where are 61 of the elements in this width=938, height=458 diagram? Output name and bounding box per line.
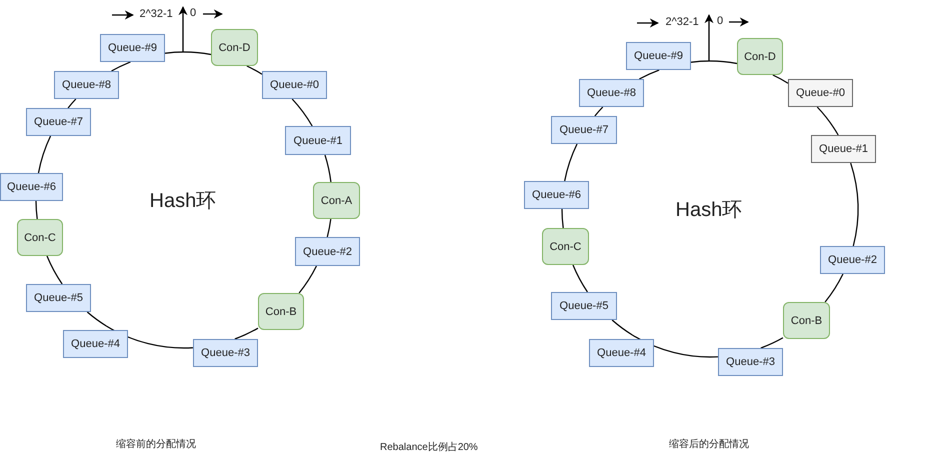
queue-box: Queue-#9 <box>626 42 691 70</box>
ring-title: Hash环 <box>676 198 742 223</box>
ring-arc <box>816 106 839 136</box>
queue-box: Queue-#1 <box>285 126 351 155</box>
queue-box: Queue-#3 <box>718 348 783 376</box>
queue-box: Queue-#4 <box>589 339 654 367</box>
rounded-box: Con-C <box>542 228 589 265</box>
queue-box: Queue-#0 <box>788 79 853 107</box>
rounded-box: Con-D <box>211 29 258 66</box>
ring-arc <box>572 264 588 292</box>
rounded-box: Con-D <box>737 38 783 75</box>
rounded-box: Con-C <box>17 219 63 256</box>
caption: 缩容前的分配情况 <box>116 438 196 451</box>
caption: Rebalance比例占20% <box>380 440 478 454</box>
queue-box: Queue-#7 <box>551 116 617 144</box>
queue-box: Queue-#2 <box>295 237 360 266</box>
ring-arc <box>326 218 332 238</box>
queue-box: Queue-#5 <box>551 292 617 320</box>
ring-arc <box>234 328 258 340</box>
axis-label: 2^32-1 <box>140 8 173 20</box>
axis-label: 0 <box>717 15 724 27</box>
ring-arc <box>298 266 317 294</box>
ring-arc <box>246 65 262 75</box>
queue-box: Queue-#6 <box>524 181 589 209</box>
queue-box: Queue-#6 <box>0 173 63 201</box>
ring-arc <box>68 98 76 108</box>
queue-box: Queue-#2 <box>820 246 885 274</box>
ring-arc <box>164 51 212 56</box>
ring-arc <box>594 106 604 116</box>
queue-box: Queue-#7 <box>26 108 91 136</box>
ring-arc <box>86 312 107 327</box>
rounded-box: Con-B <box>783 302 830 339</box>
ring-arc <box>760 337 784 349</box>
ring-arc <box>324 154 332 182</box>
ring-arc <box>561 209 564 228</box>
queue-box: Queue-#8 <box>579 79 644 107</box>
queue-box: Queue-#9 <box>100 34 165 62</box>
ring-arc <box>111 61 131 72</box>
queue-box: Queue-#0 <box>262 71 327 99</box>
ring-arc <box>46 256 63 284</box>
ring-arc <box>690 60 738 64</box>
axis-label: 2^32-1 <box>666 16 699 28</box>
ring-arc <box>38 136 52 174</box>
ring-arc <box>35 201 38 220</box>
queue-box: Queue-#1 <box>811 135 876 163</box>
ring-arc <box>564 144 578 182</box>
ring-arc <box>639 69 660 80</box>
queue-box: Queue-#8 <box>54 71 119 99</box>
queue-box: Queue-#3 <box>193 339 258 367</box>
rounded-box: Con-A <box>313 182 360 219</box>
ring-arc <box>612 320 633 336</box>
ring-arc <box>824 274 844 302</box>
queue-box: Queue-#4 <box>63 330 128 358</box>
ring-title: Hash环 <box>150 189 216 214</box>
ring-arc <box>292 98 313 126</box>
ring-arc <box>850 162 859 246</box>
caption: 缩容后的分配情况 <box>669 438 749 451</box>
queue-box: Queue-#5 <box>26 284 91 312</box>
axis-label: 0 <box>190 7 196 19</box>
ring-arc <box>772 74 788 84</box>
rounded-box: Con-B <box>258 293 304 330</box>
